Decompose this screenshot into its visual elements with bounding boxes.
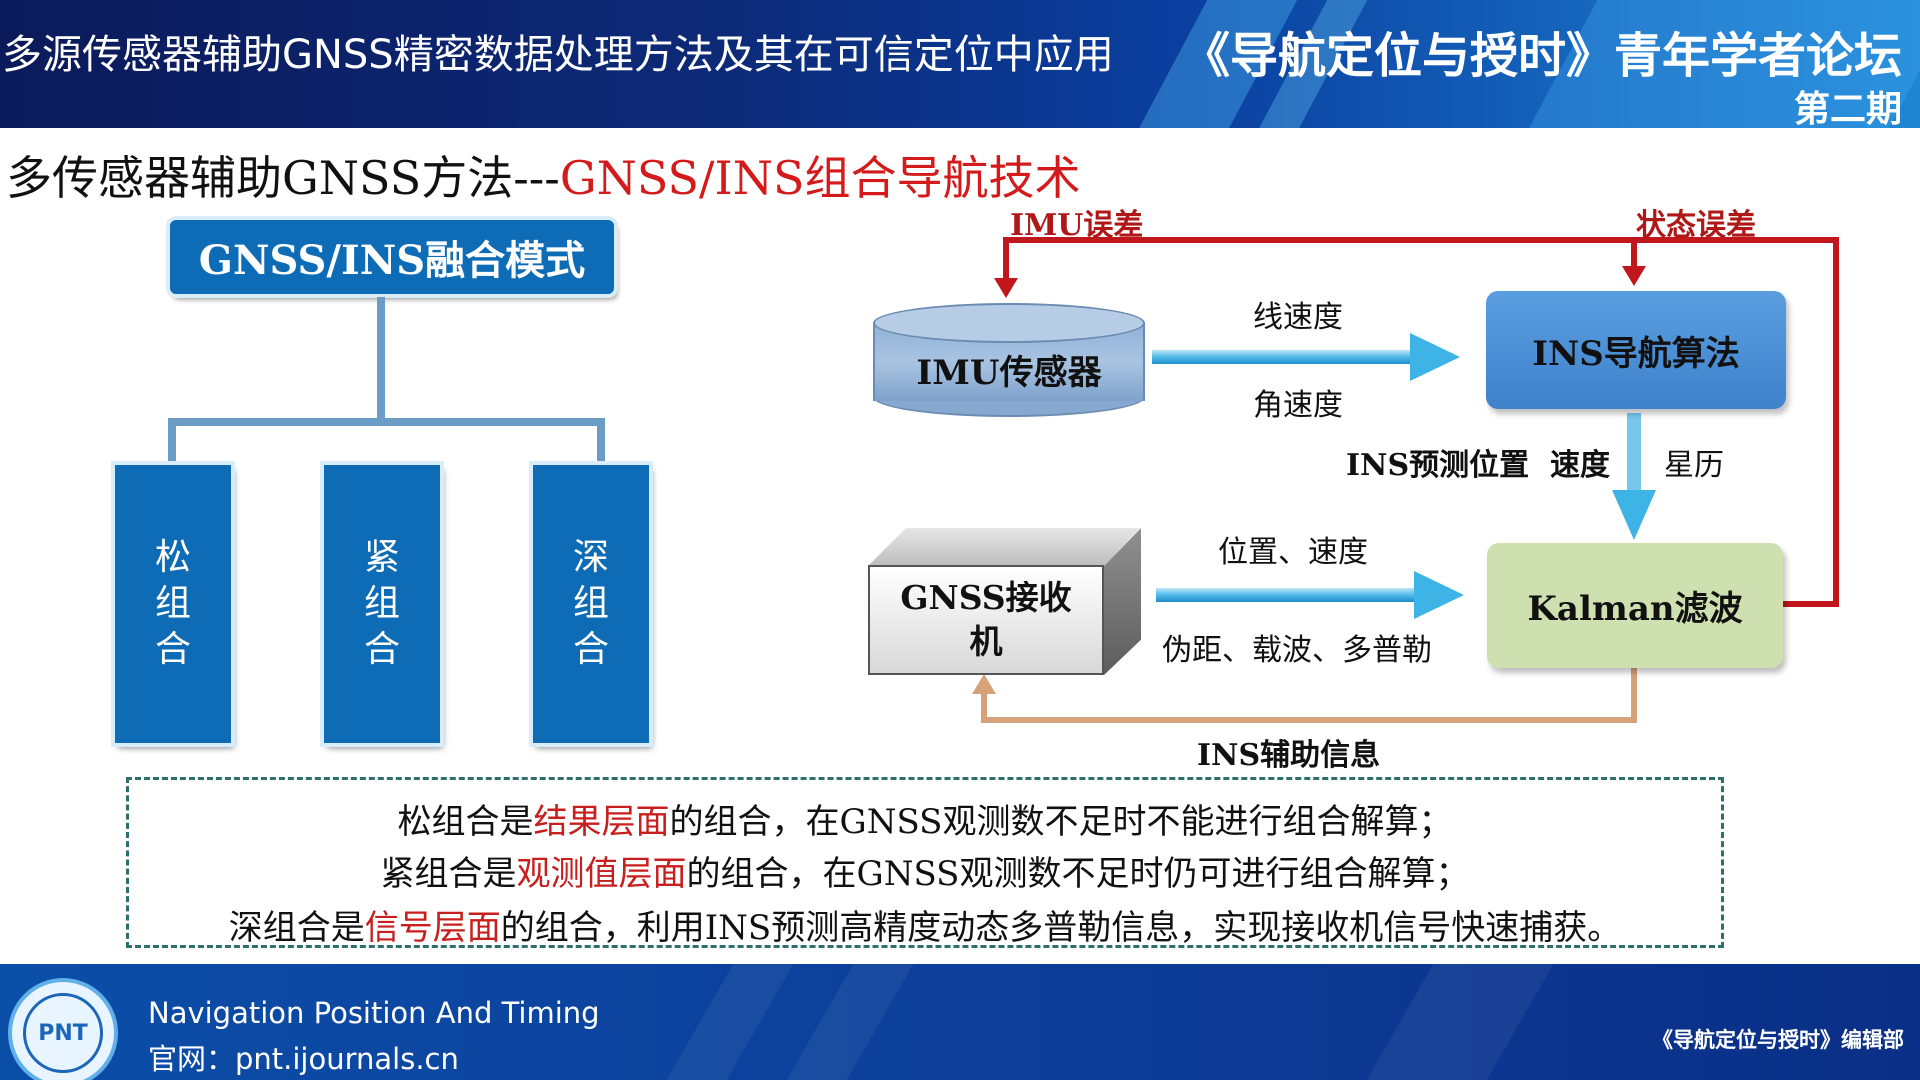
summary-prefix: 松组合是 — [397, 802, 534, 842]
editorial-office: 《导航定位与授时》编辑部 — [1652, 1028, 1904, 1052]
leaf-char: 组 — [154, 583, 191, 624]
receiver-top-face — [868, 528, 1140, 566]
summary-highlight: 结果层面 — [533, 802, 670, 842]
ins-aid-arrowhead — [972, 674, 996, 694]
gnss-receiver-label-line1: GNSS接收 — [900, 578, 1072, 617]
talk-title: 多源传感器辅助GNSS精密数据处理方法及其在可信定位中应用 — [2, 32, 1114, 78]
position-velocity-label: 位置、速度 — [1218, 535, 1368, 570]
ins-to-kalman-arrow — [1612, 413, 1656, 540]
summary-prefix: 紧组合是 — [380, 854, 517, 894]
receiver-front-face: GNSS接收 机 — [868, 565, 1104, 675]
leaf-char: 松 — [154, 537, 191, 578]
tree-connector — [168, 418, 176, 462]
ins-prediction-label: INS预测位置 速度 — [1346, 448, 1611, 483]
leaf-char: 组 — [363, 583, 400, 624]
footer-stripe — [1366, 964, 1554, 1080]
imu-to-ins-arrow — [1152, 333, 1460, 381]
ins-algorithm-box: INS导航算法 — [1486, 291, 1786, 409]
cylinder-top — [873, 303, 1145, 343]
logo-text: PNT — [23, 993, 103, 1073]
state-error-arrowhead — [1622, 266, 1646, 286]
leaf-char: 深 — [572, 537, 609, 578]
summary-highlight: 信号层面 — [364, 908, 501, 948]
summary-box: 松组合是结果层面的组合，在GNSS观测数不足时不能进行组合解算； 紧组合是观测值… — [126, 777, 1724, 948]
slide-title-highlight: GNSS/INS组合导航技术 — [559, 151, 1081, 205]
journal-website: 官网：pnt.ijournals.cn — [148, 1042, 459, 1076]
ins-aid-loop — [981, 668, 1637, 723]
leaf-char: 紧 — [363, 537, 400, 578]
gnss-receiver-box: GNSS接收 机 — [866, 528, 1141, 675]
leaf-char: 合 — [572, 629, 609, 670]
leaf-char: 合 — [363, 629, 400, 670]
fusion-mode-box: GNSS/INS融合模式 — [170, 220, 614, 294]
tree-connector — [377, 297, 385, 425]
gnss-to-kalman-arrow — [1156, 571, 1464, 619]
summary-prefix: 深组合是 — [228, 908, 365, 948]
state-error-label: 状态误差 — [1636, 208, 1756, 243]
leaf-char: 组 — [572, 583, 609, 624]
ins-aid-label: INS辅助信息 — [1197, 738, 1381, 773]
imu-sensor-label: IMU传感器 — [916, 353, 1102, 393]
header-banner: 多源传感器辅助GNSS精密数据处理方法及其在可信定位中应用 《导航定位与授时》青… — [0, 0, 1920, 128]
summary-line-tight: 紧组合是观测值层面的组合，在GNSS观测数不足时仍可进行组合解算； — [129, 846, 1721, 895]
forum-issue: 第二期 — [1793, 89, 1902, 128]
slide-title: 多传感器辅助GNSS方法---GNSS/INS组合导航技术 — [6, 142, 1081, 208]
gnss-receiver-label-line2: 机 — [969, 622, 1003, 661]
summary-suffix: 的组合，利用INS预测高精度动态多普勒信息，实现接收机信号快速捕获。 — [500, 908, 1622, 948]
summary-suffix: 的组合，在GNSS观测数不足时不能进行组合解算； — [669, 802, 1453, 842]
observables-label: 伪距、载波、多普勒 — [1162, 633, 1432, 668]
summary-line-loose: 松组合是结果层面的组合，在GNSS观测数不足时不能进行组合解算； — [129, 794, 1721, 843]
loose-coupling-box: 松 组 合 — [115, 465, 231, 743]
journal-english-name: Navigation Position And Timing — [148, 996, 600, 1030]
footer-stripe — [666, 964, 794, 1080]
summary-line-deep: 深组合是信号层面的组合，利用INS预测高精度动态多普勒信息，实现接收机信号快速捕… — [129, 900, 1721, 949]
imu-sensor-cylinder: IMU传感器 — [873, 303, 1145, 417]
imu-error-arrowhead — [994, 278, 1018, 298]
footer-stripe — [786, 964, 914, 1080]
imu-error-label: IMU误差 — [1010, 208, 1144, 243]
slide-title-prefix: 多传感器辅助GNSS方法--- — [6, 151, 560, 205]
linear-velocity-label: 线速度 — [1253, 300, 1343, 335]
tree-connector — [597, 418, 605, 462]
kalman-filter-box: Kalman滤波 — [1487, 543, 1783, 668]
journal-logo-icon: PNT — [8, 978, 118, 1080]
summary-suffix: 的组合，在GNSS观测数不足时仍可进行组合解算； — [686, 854, 1470, 894]
ephemeris-label: 星历 — [1664, 448, 1724, 483]
angular-velocity-label: 角速度 — [1253, 388, 1343, 423]
deep-coupling-box: 深 组 合 — [533, 465, 649, 743]
forum-title: 《导航定位与授时》青年学者论坛 — [1181, 28, 1902, 84]
footer-banner: PNT Navigation Position And Timing 官网：pn… — [0, 964, 1920, 1080]
tight-coupling-box: 紧 组 合 — [324, 465, 440, 743]
tree-connector — [168, 418, 605, 426]
leaf-char: 合 — [154, 629, 191, 670]
summary-highlight: 观测值层面 — [516, 854, 687, 894]
